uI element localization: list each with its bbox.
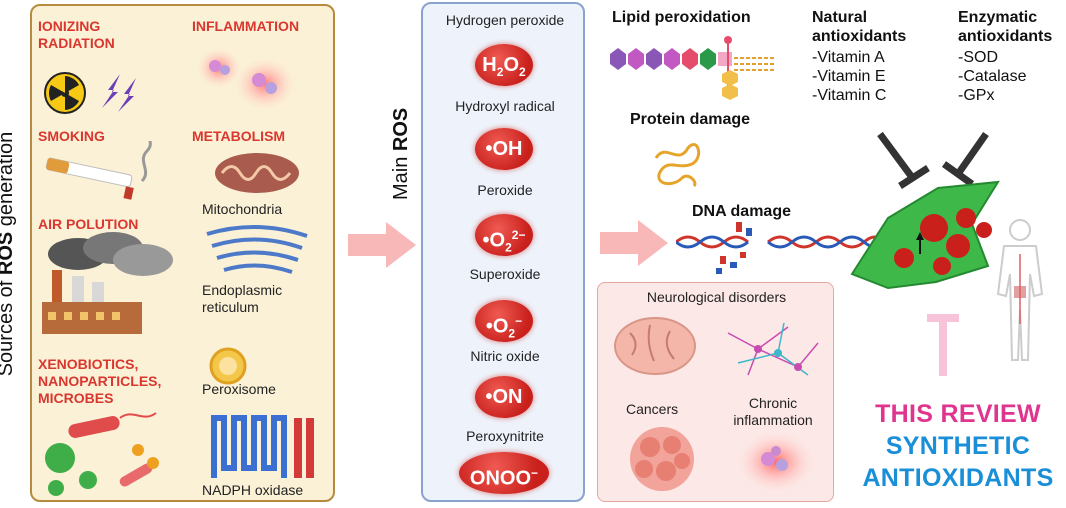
air-pollution-heading: AIR POLUTION — [38, 216, 139, 232]
ros-label-peroxide: Peroxide — [477, 182, 533, 198]
ros-superoxide: •O2− — [475, 300, 533, 342]
nadph-oxidase-label: NADPH oxidase — [202, 482, 304, 498]
enzymatic-item: -SOD — [958, 49, 998, 66]
cancers-label: Cancers — [626, 401, 679, 417]
metabolism-heading: METABOLISM — [192, 128, 286, 144]
inflammation-icon — [197, 48, 295, 110]
ros-panel: Hydrogen peroxide H2O2 Hydroxyl radical … — [421, 2, 585, 502]
enzymatic-antioxidants-list: -SOD -Catalase -GPx — [958, 48, 1026, 105]
ros-peroxide: •O22− — [475, 214, 533, 256]
peroxisome-icon — [209, 347, 247, 385]
protein-damage-heading: Protein damage — [630, 111, 751, 128]
brain-icon — [614, 317, 696, 375]
human-body-icon — [996, 219, 1044, 361]
neurological-disorders-label: Neurological disorders — [646, 289, 787, 305]
xenobiotics-heading: XENOBIOTICS,NANOPARTICLES,MICROBES — [38, 356, 162, 406]
antioxidants-label: ANTIOXIDANTS — [862, 464, 1054, 492]
natural-item: -Vitamin A — [812, 49, 885, 66]
arrow-to-damage-icon — [600, 220, 668, 266]
nadph-oxidase-icon — [211, 415, 314, 478]
neurons-icon — [727, 322, 819, 376]
sources-title: Sources of ROS generation — [0, 131, 17, 377]
inflammation-heading: INFLAMMATION — [192, 18, 300, 34]
ros-oh: •OH — [475, 128, 533, 170]
dna-damage-heading: DNA damage — [692, 203, 791, 220]
lipid-icon — [610, 36, 774, 100]
ros-label-superoxide: Superoxide — [469, 266, 541, 282]
enzymatic-item: -Catalase — [958, 68, 1027, 85]
factory-icon — [42, 232, 173, 334]
cancer-cells-icon — [630, 427, 694, 491]
smoking-heading: SMOKING — [38, 128, 105, 144]
this-review-label: THIS REVIEW — [875, 400, 1041, 428]
ros-onoo: ONOO− — [459, 452, 549, 494]
chronic-inflammation-icon — [738, 432, 814, 492]
cigarette-icon — [45, 141, 152, 200]
peroxisome-label: Peroxisome — [202, 381, 276, 397]
lipid-peroxidation-heading: Lipid peroxidation — [612, 9, 751, 26]
dna-icon — [676, 222, 884, 274]
ros-label-hydroxyl-radical: Hydroxyl radical — [455, 98, 555, 114]
microbes-icon — [45, 412, 159, 496]
mitochondria-label: Mitochondria — [202, 201, 283, 217]
radiation-icon — [44, 72, 136, 114]
synthetic-label: SYNTHETIC — [885, 432, 1031, 460]
ros-no: •ON — [475, 376, 533, 418]
mitochondria-icon — [215, 153, 299, 193]
review-inhibition-icon — [927, 314, 959, 376]
arrow-to-ros-icon — [348, 222, 416, 268]
ros-label-hydrogen-peroxide: Hydrogen peroxide — [445, 12, 565, 28]
ros-label-nitric-oxide: Nitric oxide — [470, 348, 540, 364]
cell-icon — [850, 180, 1000, 290]
natural-item: -Vitamin C — [812, 87, 887, 104]
ros-label-peroxynitrite: Peroxynitrite — [466, 428, 544, 444]
natural-antioxidants-list: -Vitamin A -Vitamin E -Vitamin C — [812, 48, 886, 105]
main-ros-title: Main ROS — [390, 107, 412, 200]
ros-h2o2: H2O2 — [475, 44, 533, 86]
inhibition-arrows-icon — [877, 131, 989, 189]
natural-item: -Vitamin E — [812, 68, 886, 85]
endoplasmic-reticulum-icon — [206, 224, 308, 274]
protein-icon — [654, 143, 701, 188]
enzymatic-item: -GPx — [958, 87, 995, 104]
